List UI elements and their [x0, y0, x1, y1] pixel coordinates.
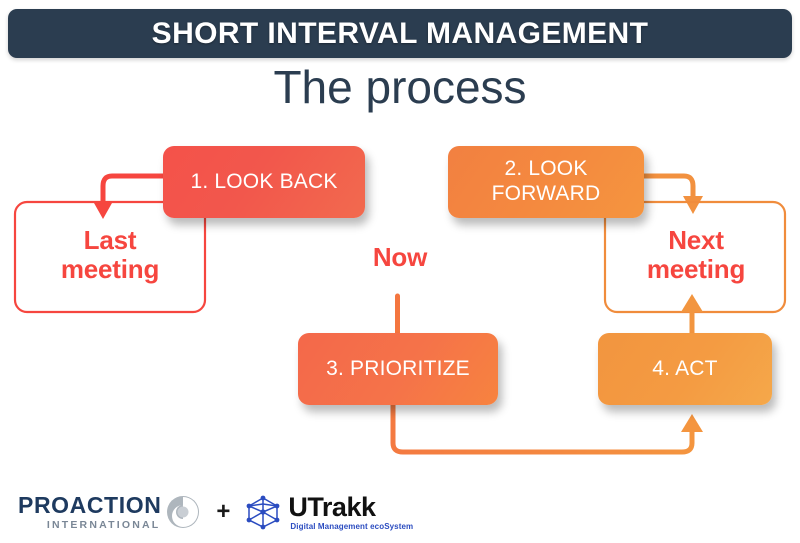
- proaction-logo: PROACTION INTERNATIONAL: [18, 491, 200, 531]
- process-step-1-label: 1. LOOK BACK: [190, 169, 338, 193]
- utrakk-tagline: Digital Management ecoSystem: [290, 521, 414, 531]
- arrow-to-next-meeting: [641, 173, 703, 214]
- logo-separator: +: [216, 498, 231, 525]
- arrow-to-last-meeting: [94, 173, 166, 219]
- period-label-next: Next meeting: [646, 225, 746, 285]
- process-step-4-label: 4. ACT: [652, 356, 718, 380]
- connector-prioritize-to-act: [390, 402, 703, 455]
- process-step-look-forward[interactable]: 2. LOOK FORWARD: [448, 146, 644, 218]
- process-step-look-back[interactable]: 1. LOOK BACK: [163, 146, 365, 218]
- connector-act-to-next-meeting: [681, 294, 703, 336]
- utrakk-network-icon: [247, 495, 280, 530]
- utrakk-logo: UTrakk Digital Management ecoSystem: [244, 491, 414, 531]
- proaction-spiral-icon: [167, 496, 200, 528]
- process-step-3-label: 3. PRIORITIZE: [326, 356, 470, 380]
- period-label-last: Last meeting: [60, 225, 160, 285]
- footer-logos: PROACTION INTERNATIONAL +: [18, 489, 413, 535]
- process-step-act[interactable]: 4. ACT: [598, 333, 772, 405]
- period-label-now: Now: [372, 242, 428, 272]
- page-subtitle: The process: [273, 61, 527, 113]
- proaction-wordmark: PROACTION: [18, 491, 162, 518]
- header-bar: SHORT INTERVAL MANAGEMENT: [8, 9, 792, 58]
- process-step-prioritize[interactable]: 3. PRIORITIZE: [298, 333, 498, 405]
- proaction-tagline: INTERNATIONAL: [46, 518, 161, 531]
- page-title: SHORT INTERVAL MANAGEMENT: [151, 16, 649, 50]
- process-step-2-label: 2. LOOK FORWARD: [491, 157, 601, 205]
- utrakk-wordmark: UTrakk: [288, 491, 376, 522]
